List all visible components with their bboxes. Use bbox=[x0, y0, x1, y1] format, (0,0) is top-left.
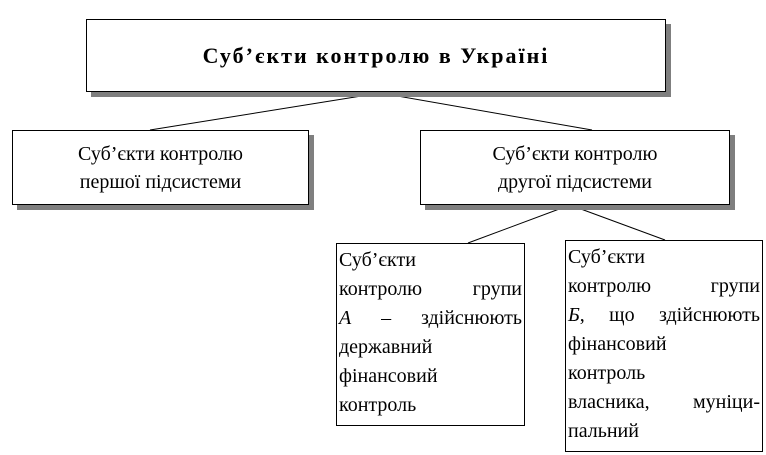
group-a-letter: А bbox=[339, 307, 352, 329]
group-b-line-5: контроль bbox=[568, 362, 646, 384]
group-a-box: Суб’єкти контролю групи А – здійснюють д… bbox=[336, 243, 525, 426]
group-a-line-6: контроль bbox=[339, 394, 417, 416]
group-a-line-2: контролю групи bbox=[339, 278, 522, 300]
group-a-line-4: державний bbox=[339, 336, 433, 358]
subsystem-1-box: Суб’єкти контролю першої підсистеми bbox=[12, 130, 309, 205]
subsystem-2-line-2: другої підсистеми bbox=[497, 170, 653, 193]
connector-sub2-to-groupB bbox=[569, 204, 666, 241]
subsystem-2-line-1: Суб’єкти контролю bbox=[492, 142, 658, 165]
group-a-line-3-rest: – здійснюють bbox=[351, 307, 522, 329]
connector-title-to-sub2 bbox=[379, 92, 593, 131]
title-box: Суб’єкти контролю в Україні bbox=[86, 19, 666, 92]
group-b-line-6: власника, муніци- bbox=[568, 391, 760, 413]
connector-title-to-sub1 bbox=[149, 92, 381, 131]
connector-sub2-to-groupA bbox=[467, 204, 571, 244]
group-b-line-3: Б, що здійснюють bbox=[568, 301, 760, 330]
subsystem-2-box: Суб’єкти контролю другої підсистеми bbox=[420, 130, 730, 205]
subsystem-1-line-1: Суб’єкти контролю bbox=[78, 142, 243, 165]
subsystem-1-line-2: першої підсистеми bbox=[79, 170, 242, 193]
group-b-line-7: пальний bbox=[568, 420, 639, 442]
group-b-line-4: фінансовий bbox=[568, 333, 667, 355]
group-b-box: Суб’єкти контролю групи Б, що здійснюють… bbox=[565, 240, 763, 452]
group-a-line-5: фінансовий bbox=[339, 365, 438, 387]
title-text: Суб’єкти контролю в Україні bbox=[202, 42, 550, 68]
group-b-letter: Б bbox=[568, 304, 580, 326]
group-b-line-1: Суб’єкти bbox=[568, 246, 645, 268]
group-b-line-2: контролю групи bbox=[568, 275, 760, 297]
group-a-line-3: А – здійснюють bbox=[339, 304, 522, 333]
group-a-line-1: Суб’єкти bbox=[339, 249, 416, 271]
group-b-line-3-rest: , що здійснюють bbox=[579, 304, 760, 326]
